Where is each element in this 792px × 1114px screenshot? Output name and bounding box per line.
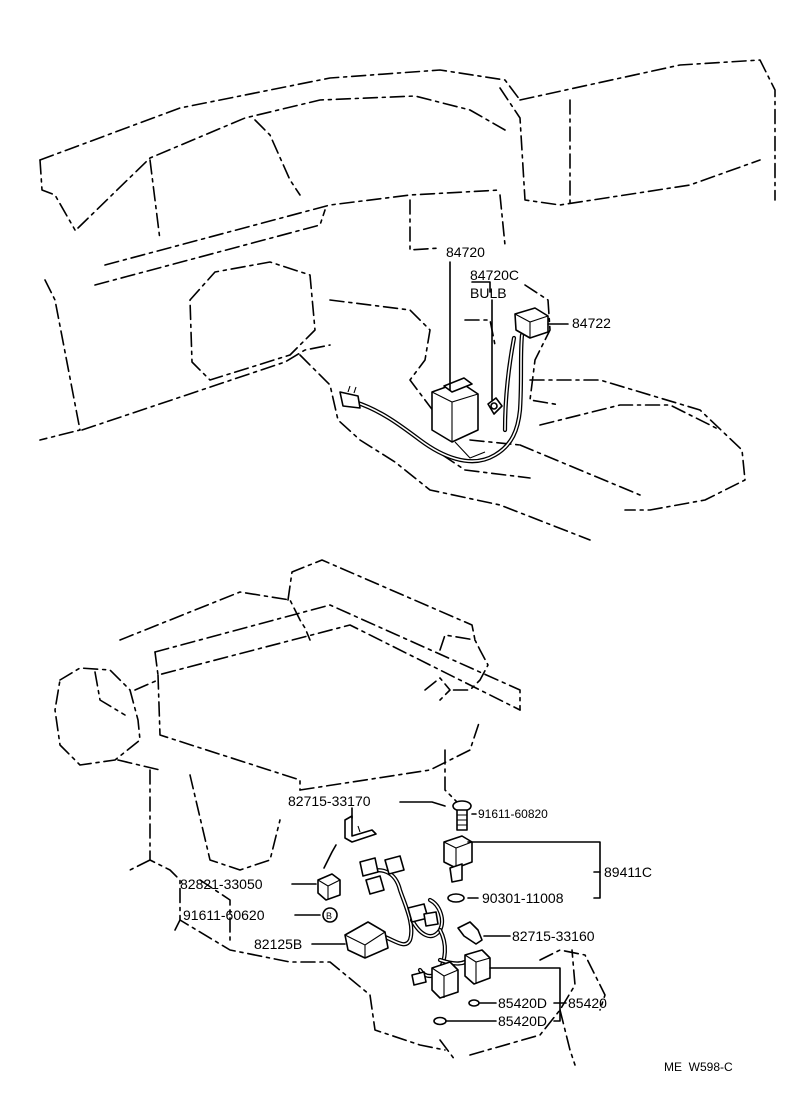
lower-leader-lines: [291, 801, 601, 1022]
svg-text:B: B: [326, 911, 332, 921]
label-85420d-upper: 85420D: [498, 995, 547, 1011]
vehicle-body-outline: [39, 59, 776, 541]
sensor-89411c: [443, 835, 473, 883]
bulb-84720c: [487, 397, 503, 415]
label-bulb: BULB: [470, 285, 507, 301]
label-85420: 85420: [568, 995, 607, 1011]
label-84720: 84720: [446, 244, 485, 260]
label-82821-33050: 82821-33050: [180, 876, 263, 892]
label-91611-60620: 91611-60620: [183, 907, 265, 923]
harness-connectors: [359, 855, 439, 986]
label-82715-33170: 82715-33170: [288, 793, 371, 809]
label-82125b: 82125B: [254, 936, 302, 952]
part-labels: 84720 84720C BULB 84722 82715-33170 9161…: [180, 244, 733, 1074]
oring-90301-11008: [447, 893, 465, 903]
clamp-82821-33050: [317, 873, 341, 901]
engine-block-outline: [54, 559, 606, 1066]
oring-85420d: [433, 999, 480, 1026]
solenoid-85420: [431, 949, 491, 999]
upper-wiring-harness: [339, 332, 525, 464]
bracket-82715-33160: [457, 921, 483, 945]
diagram-code: ME W598-C: [664, 1060, 733, 1074]
connector-82125b: [344, 921, 389, 959]
label-82715-33160: 82715-33160: [512, 928, 595, 944]
label-84720c: 84720C: [470, 267, 519, 283]
upper-leader-lines: [449, 261, 569, 401]
relay-84720: [431, 377, 486, 459]
label-89411c: 89411C: [604, 864, 652, 880]
switch-84722: [514, 307, 549, 339]
bracket-82715-33170: [344, 815, 377, 843]
label-84722: 84722: [572, 315, 611, 331]
engine-wiring-harness: [367, 868, 473, 979]
bolt-91611-60620: B: [322, 907, 338, 923]
label-85420d-lower: 85420D: [498, 1013, 547, 1029]
bolt-91611-60820: [452, 800, 472, 831]
label-91611-60820: 91611-60820: [478, 807, 548, 821]
label-90301-11008: 90301-11008: [482, 890, 564, 906]
